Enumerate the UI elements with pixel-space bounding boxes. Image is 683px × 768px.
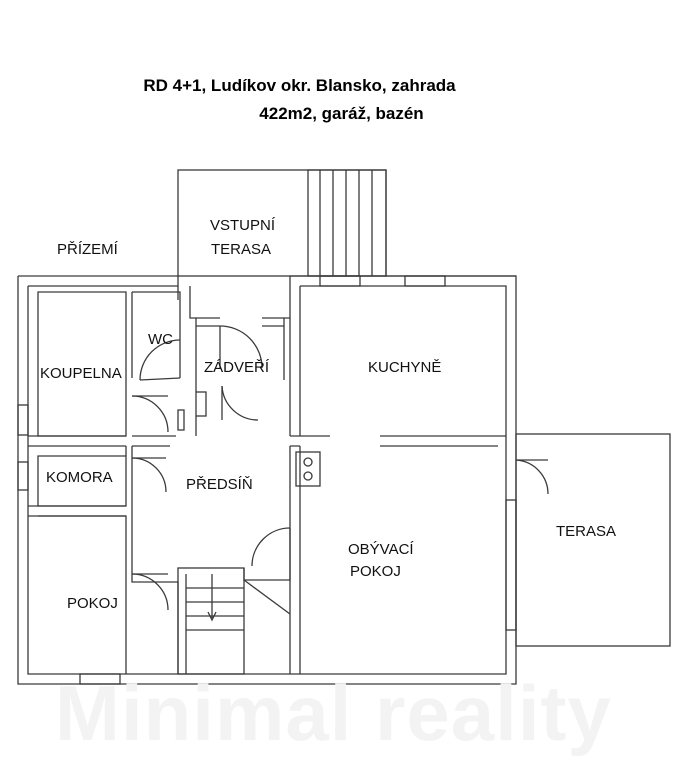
terrace	[515, 433, 671, 647]
room-label-pokoj: POKOJ	[67, 595, 118, 612]
wc-walls	[131, 291, 181, 378]
room-label-koupelna: KOUPELNA	[40, 365, 122, 382]
room-label-vstupni: VSTUPNÍ	[210, 217, 276, 234]
room-label-obyvaci: OBÝVACÍ	[348, 541, 414, 558]
title-line-2: 422m2, garáž, bazén	[259, 104, 424, 123]
terrace-stairs	[307, 169, 387, 277]
room-label-wc: WC	[148, 331, 173, 348]
room-label-zadveri: ZÁDVEŘÍ	[204, 359, 270, 376]
room-label-komora: KOMORA	[46, 469, 113, 486]
room-label-terasa-entry: TERASA	[211, 241, 272, 258]
room-label-kuchyne: KUCHYNĚ	[368, 359, 442, 376]
room-label-obyvaci-pokoj: POKOJ	[350, 563, 401, 580]
title-line-1: RD 4+1, Ludíkov okr. Blansko, zahrada	[143, 76, 456, 95]
room-label-terasa: TERASA	[556, 523, 617, 540]
floor-label: PŘÍZEMÍ	[57, 241, 118, 258]
staircase	[177, 567, 245, 675]
room-label-predsin: PŘEDSÍŇ	[186, 476, 253, 493]
watermark: Minimal reality	[55, 669, 612, 757]
